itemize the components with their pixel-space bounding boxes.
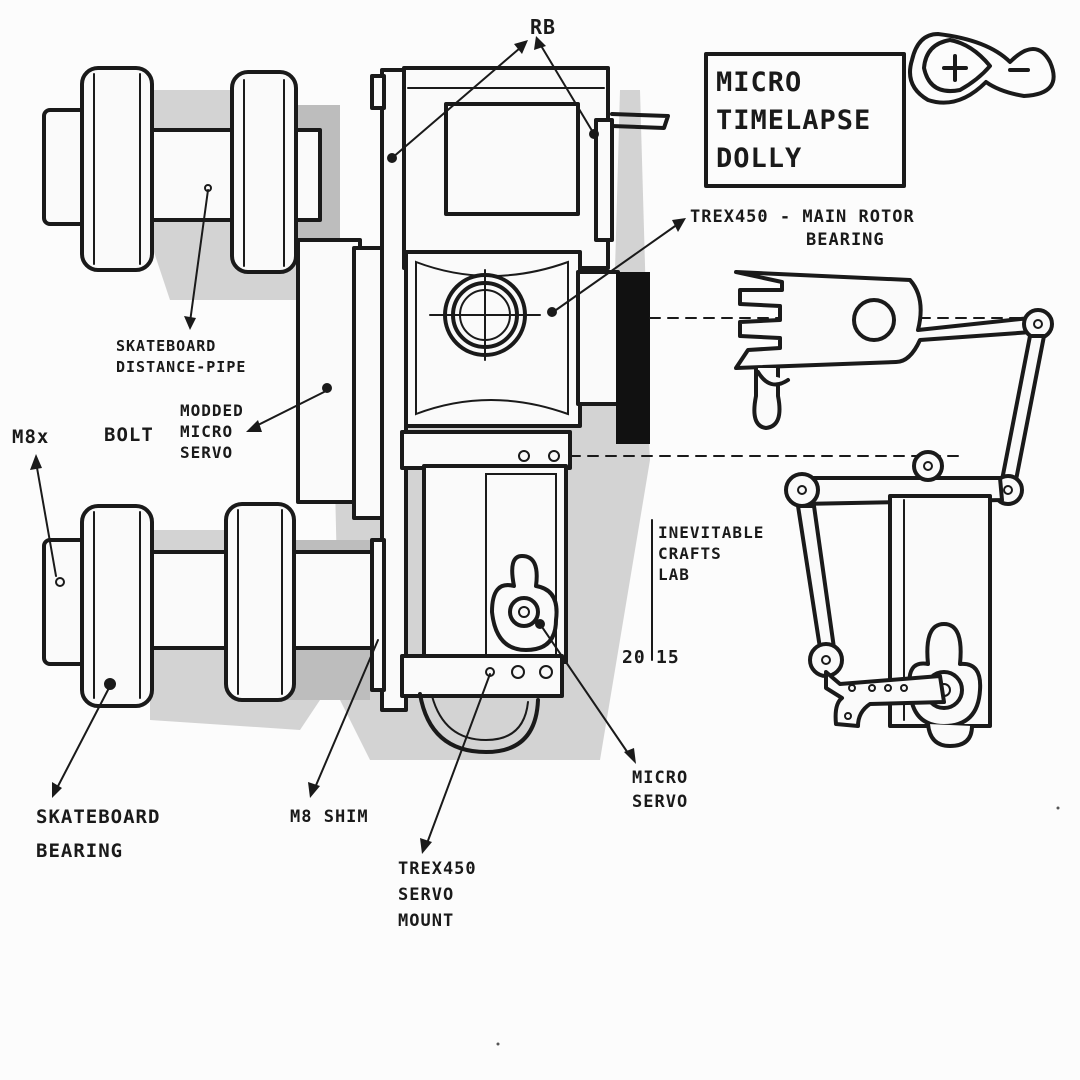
label-m8-shim: M8 SHIM [290,807,369,827]
label-trex-bearing-line-2: BEARING [806,230,885,250]
label-micro-servo-line-1: MICRO [632,768,689,788]
label-skateboard-bearing: SKATEBOARD BEARING [36,800,160,868]
central-frame [296,66,1031,754]
arduino-infinity-logo-icon [908,32,1056,105]
rotor-linkage [734,270,1054,748]
label-distance-pipe-line-1: SKATEBOARD [116,337,217,355]
label-servo-mount-line-3: MOUNT [398,911,455,931]
label-inevitable-crafts-lab: INEVITABLE CRAFTS LAB [658,522,764,585]
dolly-title: MICRO TIMELAPSE DOLLY [716,64,871,178]
label-year-b: 15 [656,647,680,668]
label-modded-servo-line-1: MODDED [180,401,244,420]
title-box [704,52,906,188]
label-micro-servo: MICRO SERVO [632,766,688,814]
label-distance-pipe: SKATEBOARD DISTANCE-PIPE [116,336,246,378]
title-line-1: MICRO [716,67,803,98]
label-modded-servo-line-2: MICRO [180,422,234,441]
leader-lines [30,36,686,854]
label-inevitable-line-1: INEVITABLE [658,523,765,542]
label-micro-servo-line-2: SERVO [632,792,689,812]
title-line-2: TIMELAPSE [716,105,872,136]
label-trex-bearing-line-1: TREX450 - MAIN ROTOR [690,207,915,227]
label-modded-servo: MODDED MICRO SERVO [180,400,244,463]
label-servo-mount: TREX450 SERVO MOUNT [398,856,477,934]
label-inevitable-line-3: LAB [658,565,690,584]
label-distance-pipe-line-2: DISTANCE-PIPE [116,358,247,376]
label-inevitable-line-2: CRAFTS [658,544,722,563]
label-trex-bearing: TREX450 - MAIN ROTOR BEARING [690,206,915,252]
label-rb: RB [530,15,557,39]
upper-wheel-assembly [42,66,322,274]
label-year-a: 20 [622,647,646,668]
label-servo-mount-line-1: TREX450 [398,859,477,879]
label-skate-bearing-line-1: SKATEBOARD [36,806,161,828]
label-bolt: BOLT [104,424,154,446]
label-servo-mount-line-2: SERVO [398,885,455,905]
label-m8x: M8x [12,426,50,448]
label-skate-bearing-line-2: BEARING [36,840,124,862]
label-modded-servo-line-3: SERVO [180,443,234,462]
title-line-3: DOLLY [716,143,803,174]
